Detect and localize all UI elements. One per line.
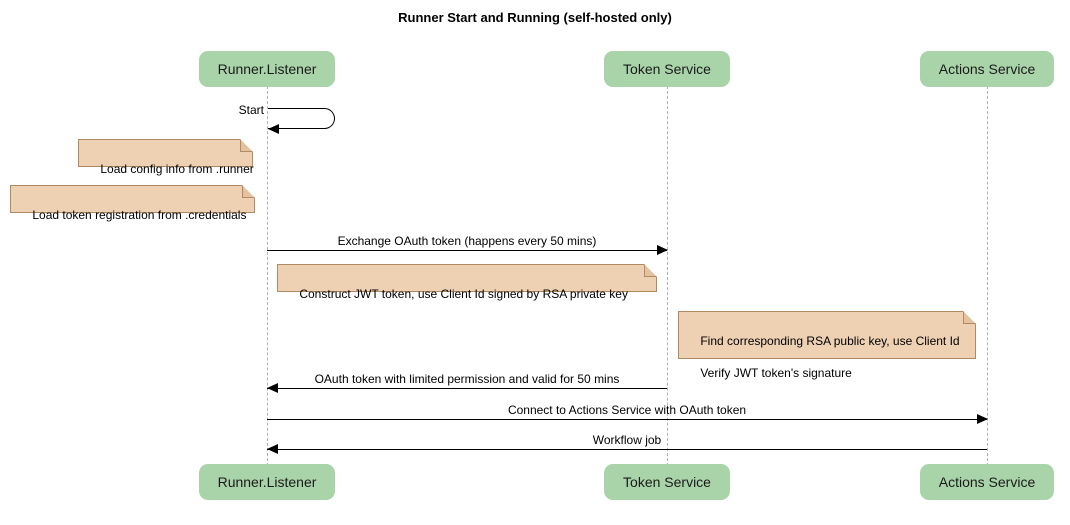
message-label-start: Start — [238, 103, 264, 117]
arrow-head-oauth-token-response — [267, 383, 278, 393]
lifeline-token — [667, 86, 668, 466]
message-line-workflow-job — [267, 449, 987, 450]
note-load-config: Load config info from .runner — [78, 139, 254, 176]
note-verify-jwt-signature-line1: Find corresponding RSA public key, use C… — [700, 334, 960, 348]
lifeline-actions — [987, 86, 988, 466]
arrow-head-start — [268, 124, 279, 134]
lifeline-runner — [267, 86, 268, 466]
message-line-exchange-oauth-token — [267, 250, 667, 251]
note-load-token-registration: Load token registration from .credential… — [10, 185, 255, 222]
participant-actions-bottom[interactable]: Actions Service — [920, 464, 1054, 500]
participant-runner-bottom[interactable]: Runner.Listener — [199, 464, 335, 500]
note-construct-jwt-token: Construct JWT token, use Client Id signe… — [277, 264, 657, 301]
participant-token-top[interactable]: Token Service — [604, 51, 730, 87]
message-line-oauth-token-response — [267, 388, 667, 389]
message-label-exchange-oauth-token: Exchange OAuth token (happens every 50 m… — [337, 234, 597, 248]
note-verify-jwt-signature: Find corresponding RSA public key, use C… — [678, 311, 976, 380]
message-label-workflow-job: Workflow job — [592, 433, 662, 447]
note-load-config-text: Load config info from .runner — [100, 162, 254, 176]
arrow-head-connect-actions-service — [977, 414, 988, 424]
message-line-connect-actions-service — [267, 419, 987, 420]
note-construct-jwt-token-text: Construct JWT token, use Client Id signe… — [299, 287, 628, 301]
arrow-head-workflow-job — [267, 444, 278, 454]
message-self-loop-start — [268, 108, 335, 129]
message-label-connect-actions-service: Connect to Actions Service with OAuth to… — [507, 403, 747, 417]
page-title: Runner Start and Running (self-hosted on… — [398, 10, 672, 25]
message-label-oauth-token-response: OAuth token with limited permission and … — [314, 372, 620, 386]
participant-runner-top[interactable]: Runner.Listener — [199, 51, 335, 87]
note-load-token-registration-text: Load token registration from .credential… — [32, 208, 247, 222]
participant-actions-top[interactable]: Actions Service — [920, 51, 1054, 87]
participant-token-bottom[interactable]: Token Service — [604, 464, 730, 500]
arrow-head-exchange-oauth-token — [657, 245, 668, 255]
note-verify-jwt-signature-line2: Verify JWT token's signature — [700, 366, 852, 380]
